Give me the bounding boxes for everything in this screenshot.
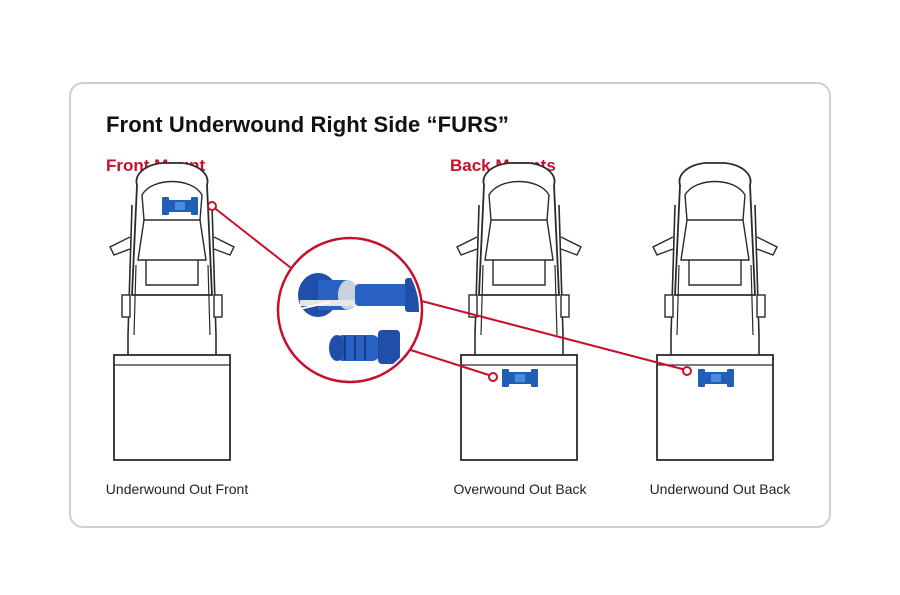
- leader-dot-front: [207, 201, 217, 211]
- caption-overwound-out-back: Overwound Out Back: [453, 481, 587, 497]
- caption-underwound-out-front: Underwound Out Front: [105, 481, 249, 497]
- truck-overwound-back: [456, 162, 582, 461]
- winch-closeup-icon: [276, 236, 424, 384]
- leader-line-underwound: [409, 297, 687, 371]
- truck-underwound-back: [652, 162, 778, 461]
- caption-underwound-out-back: Underwound Out Back: [649, 481, 791, 497]
- leader-dots: [207, 201, 692, 382]
- leader-line-front: [211, 205, 301, 276]
- leader-dot-overwound: [488, 372, 498, 382]
- leader-dot-underwound: [682, 366, 692, 376]
- diagram-title: Front Underwound Right Side “FURS”: [106, 112, 510, 137]
